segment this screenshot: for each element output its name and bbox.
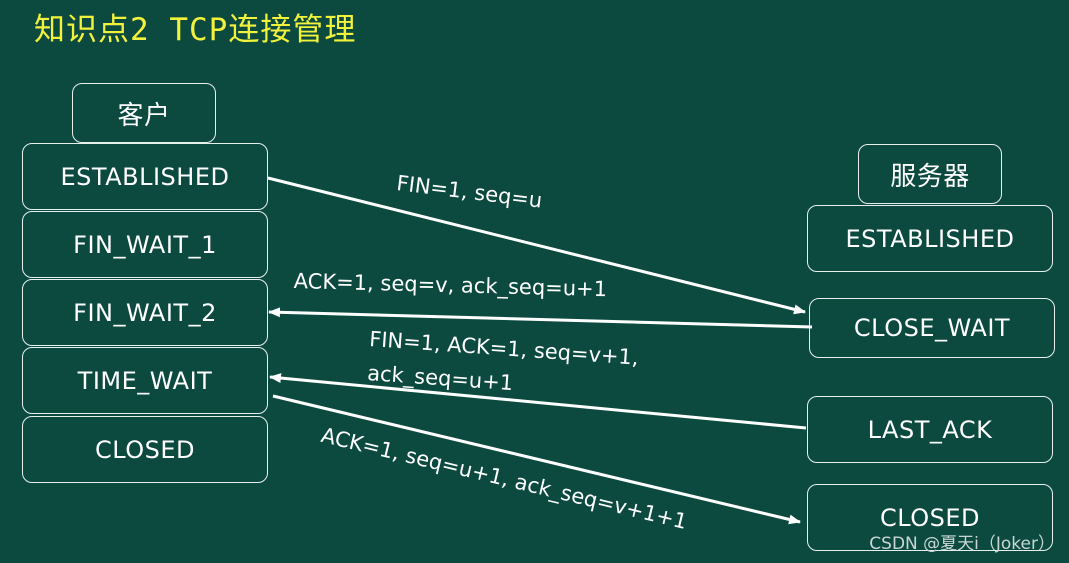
arrow-ack-server-to-client	[268, 307, 813, 329]
server-state-label: CLOSED	[879, 503, 981, 532]
server-state-closed: CLOSED	[807, 484, 1053, 551]
client-state-time-wait: TIME_WAIT	[22, 347, 268, 414]
client-state-closed: CLOSED	[22, 416, 268, 483]
client-state-label: CLOSED	[94, 435, 196, 464]
server-state-established: ESTABLISHED	[807, 205, 1053, 272]
client-header: 客户	[72, 83, 216, 143]
client-header-label: 客户	[117, 100, 171, 131]
client-state-label: ESTABLISHED	[60, 162, 230, 191]
server-header: 服务器	[858, 144, 1002, 204]
server-state-last-ack: LAST_ACK	[807, 396, 1053, 463]
arrow-ack-client-to-server	[272, 394, 801, 525]
server-state-label: CLOSE_WAIT	[853, 314, 1011, 342]
client-state-fin-wait-2: FIN_WAIT_2	[22, 279, 268, 346]
server-header-label: 服务器	[890, 161, 970, 192]
client-state-fin-wait-1: FIN_WAIT_1	[22, 211, 268, 278]
client-state-label: FIN_WAIT_1	[73, 230, 217, 259]
client-state-established: ESTABLISHED	[22, 143, 268, 210]
client-state-label: TIME_WAIT	[77, 366, 213, 395]
client-state-label: FIN_WAIT_2	[73, 298, 217, 327]
arrow-fin-client-to-server	[267, 176, 806, 315]
server-state-label: ESTABLISHED	[845, 224, 1015, 253]
watermark: CSDN @夏天i（Joker）	[869, 534, 1055, 554]
arrow-fin-ack-server-to-client	[269, 373, 807, 430]
server-state-label: LAST_ACK	[867, 415, 993, 444]
page-title: 知识点2 TCP连接管理	[34, 12, 357, 48]
